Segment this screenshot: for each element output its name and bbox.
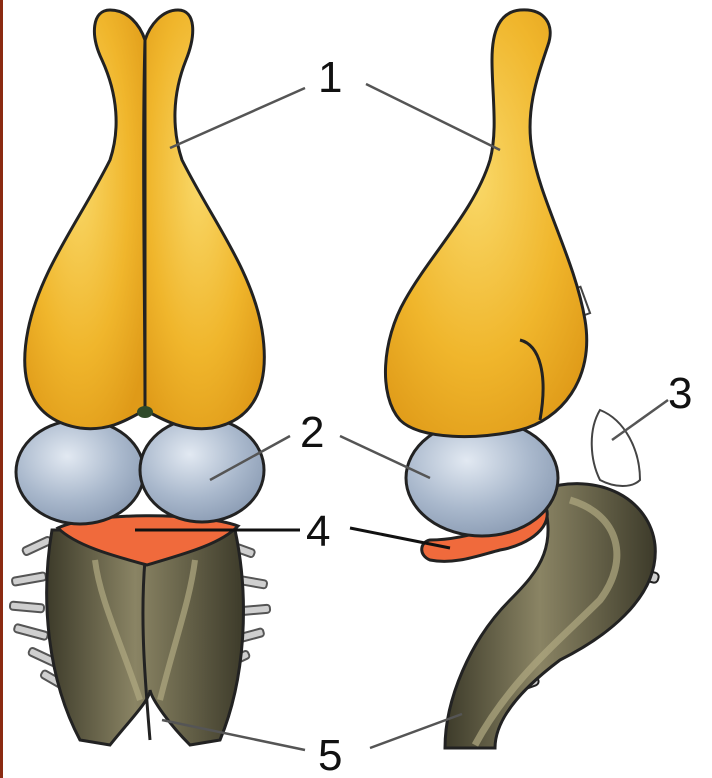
lateral-view bbox=[385, 10, 659, 748]
leader-4-right bbox=[350, 528, 450, 548]
optic-lobe-right bbox=[140, 418, 264, 522]
label-2: 2 bbox=[300, 408, 324, 457]
longitudinal-fissure bbox=[144, 40, 145, 410]
leader-1-right bbox=[366, 84, 500, 150]
leader-1-left bbox=[170, 88, 305, 148]
optic-lobe-left bbox=[16, 420, 144, 524]
label-3: 3 bbox=[668, 369, 692, 418]
cerebral-hemisphere-lateral bbox=[385, 10, 586, 437]
label-4: 4 bbox=[306, 507, 330, 556]
cerebral-hemisphere-left bbox=[25, 10, 145, 429]
label-5: 5 bbox=[318, 731, 342, 778]
label-1: 1 bbox=[318, 53, 342, 102]
cerebral-hemisphere-right bbox=[145, 10, 264, 429]
pituitary bbox=[592, 410, 640, 486]
leader-3 bbox=[612, 400, 668, 440]
